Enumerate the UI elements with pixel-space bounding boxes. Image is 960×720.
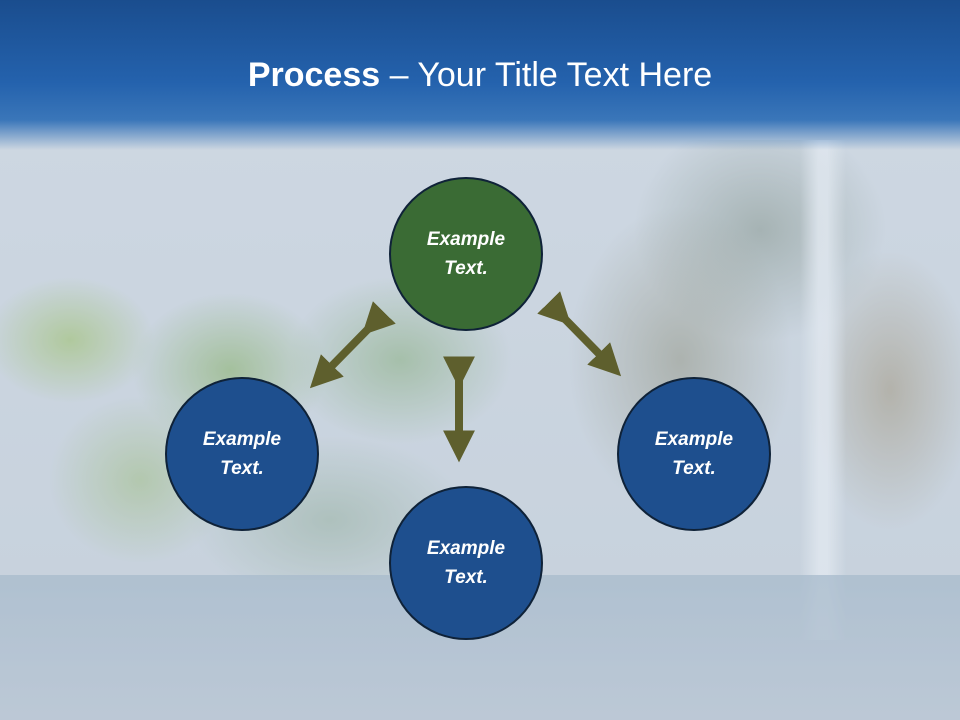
process-node-right: Example Text. [617, 377, 771, 531]
process-node-top: Example Text. [389, 177, 543, 331]
title-band [0, 0, 960, 150]
process-node-left: Example Text. [165, 377, 319, 531]
title-rest-part: – Your Title Text Here [380, 56, 713, 94]
arrow-top-left [309, 301, 396, 389]
arrow-top-right [537, 291, 622, 377]
cliff [560, 140, 960, 620]
node-top-label: Example Text. [426, 229, 506, 279]
node-left-label: Example Text. [202, 429, 282, 479]
slide-title: Process – Your Title Text Here [0, 54, 960, 96]
title-bold-part: Process [247, 56, 381, 94]
waterfall [800, 140, 846, 640]
process-node-bottom: Example Text. [389, 486, 543, 640]
node-bottom-label: Example Text. [426, 538, 506, 588]
node-right-label: Example Text. [654, 429, 734, 479]
